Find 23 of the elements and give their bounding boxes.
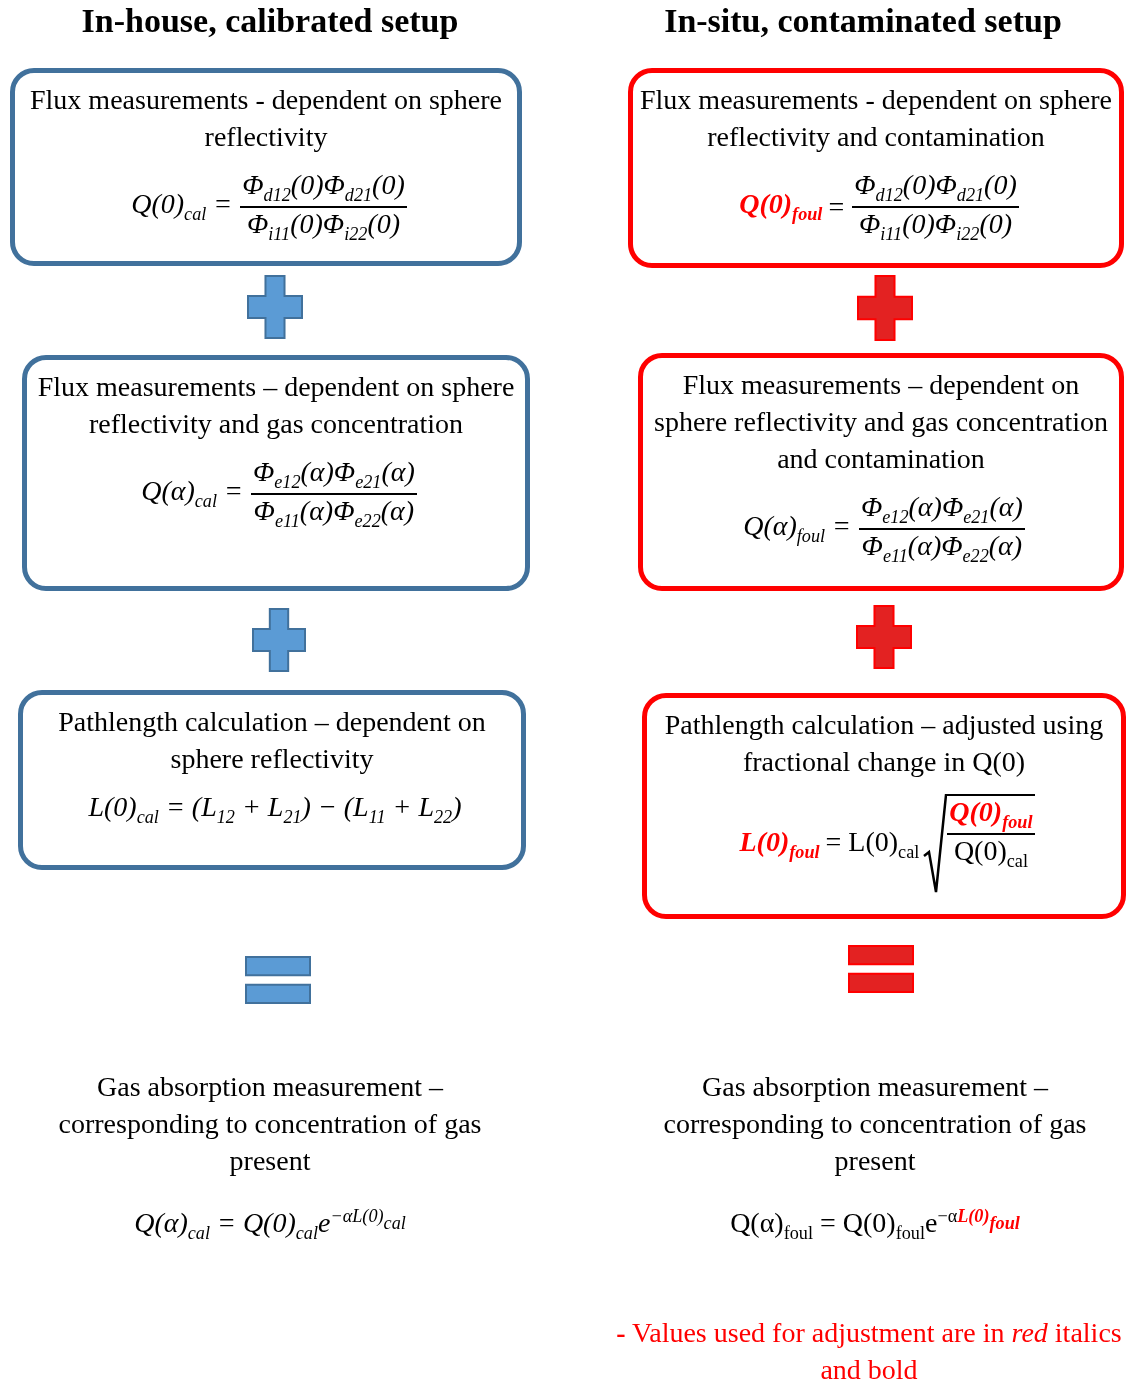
process-box — [10, 68, 522, 266]
column-heading: In-house, calibrated setup — [80, 2, 460, 40]
equation: L(0)$_{foul}$ = L(0)$_{cal}$ Q(0)$_{foul}$ Q(0)$_{cal}$ — [733, 794, 1035, 894]
equation: Q(α)$_{foul}$ = Φ$_{e12}$(α)Φ$_{e21}$(α) Φ$_{e11}$(α)Φ$_{e22}$(α) — [742, 491, 1025, 567]
description-text: Pathlength calculation – adjusted using fractional change in Q(0) — [663, 708, 1105, 779]
description-text: Pathlength calculation – dependent on sphere reflectivity — [57, 705, 487, 776]
equation: Q(0)$_{cal}$ = Φ$_{d12}$(0)Φ$_{d21}$(0) Φ$_{i11}$(0)Φ$_{i22}$(0) — [130, 169, 407, 245]
description-text: Flux measurements - dependent on sphere reflectivity and contamination — [639, 83, 1113, 154]
process-box — [18, 690, 526, 870]
description-text: Gas absorption measurement – corresponding to concentration of gas present — [662, 1070, 1088, 1178]
process-box — [638, 353, 1124, 591]
process-box — [628, 68, 1124, 268]
note-text: - Values used for adjustment are in red italics and bold — [615, 1316, 1123, 1382]
description-text: Flux measurements – dependent on sphere reflectivity and gas concentration and contamination — [653, 368, 1109, 476]
description-text: Flux measurements - dependent on sphere reflectivity — [29, 83, 503, 154]
equation: Q(0)$_{foul}$ = Φ$_{d12}$(0)Φ$_{d21}$(0) Φ$_{i11}$(0)Φ$_{i22}$(0) — [738, 169, 1019, 245]
process-box — [22, 355, 530, 591]
description-text: Gas absorption measurement – corresponding to concentration of gas present — [57, 1070, 483, 1178]
process-box — [642, 693, 1126, 919]
equation: Q(α)$_{cal}$ = Φ$_{e12}$(α)Φ$_{e21}$(α) Φ$_{e11}$(α)Φ$_{e22}$(α) — [140, 456, 417, 532]
column-heading: In-situ, contaminated setup — [663, 2, 1063, 40]
description-text: Flux measurements – dependent on sphere reflectivity and gas concentration — [36, 370, 516, 441]
equation: L(0)$_{cal}$ = (L$_{12}$ + L$_{21}$) − (L$_{11}$ + L$_{22}$) — [87, 791, 462, 828]
